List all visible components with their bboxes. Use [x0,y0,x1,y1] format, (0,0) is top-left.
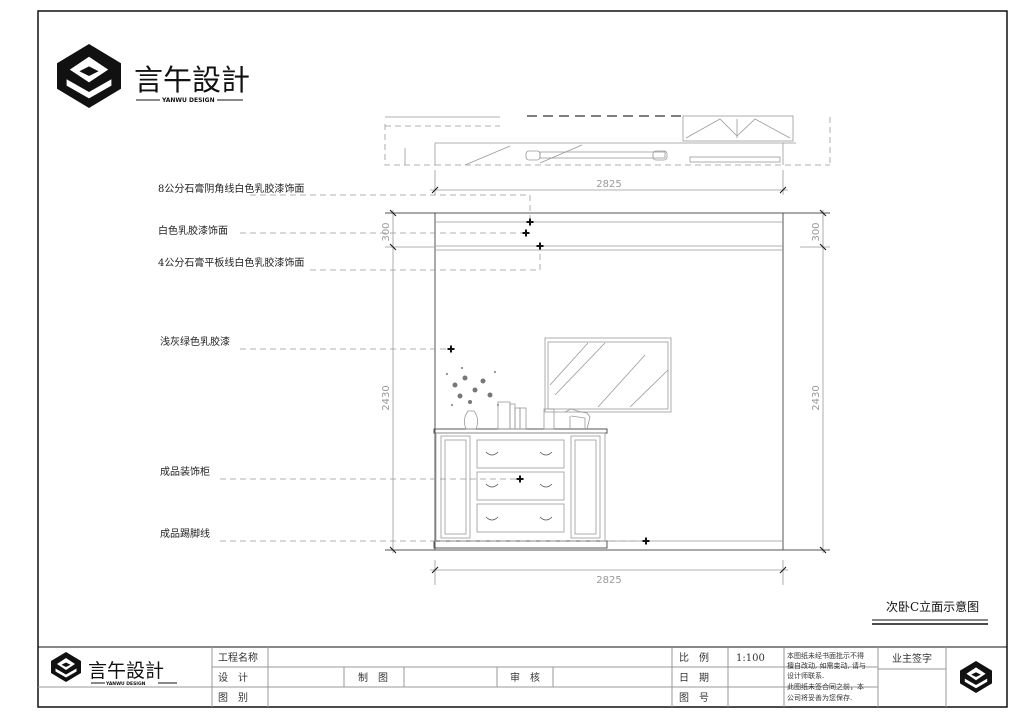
annotation-skirting: 成品踢脚线 [160,527,650,545]
brand-logo-icon [57,44,121,108]
marker-icon [516,475,524,483]
elevation [385,212,830,551]
dimension-right: 300 2430 [800,209,830,554]
notice-line: 擅自改动, 如需变动, 请与 [787,661,866,670]
dim-height-right: 2430 [811,385,822,410]
marker-icon [536,242,544,250]
annotation-flat-molding: 4公分石膏平板线白色乳胶漆饰面 [158,242,544,271]
dim-width-top: 2825 [596,179,621,190]
marker-icon [447,345,455,353]
dimension-left: 300 2430 [381,209,435,554]
dim-width-bottom: 2825 [596,575,621,586]
drawing-title: 次卧C立面示意图 [886,599,979,614]
dimension-top: 2825 [430,170,788,195]
drawn-label: 制 图 [358,671,388,684]
annotation-cabinet: 成品装饰柜 [160,465,524,483]
brand-subtitle: YANWU DESIGN [161,97,215,104]
dim-ceiling-left: 300 [381,222,392,241]
marker-icon [642,537,650,545]
decorative-cabinet [433,367,608,549]
annotation-label: 8公分石膏阴角线白色乳胶漆饰面 [158,182,304,195]
brand-logo-top: 言午設計 YANWU DESIGN [57,44,250,108]
annotation-wall-paint: 浅灰绿色乳胶漆 [160,335,455,353]
marker-icon [526,218,534,226]
brand-name: 言午設計 [88,660,164,682]
scale-value: 1:100 [736,653,765,664]
review-label: 审 核 [510,671,540,684]
mirror [544,337,672,413]
brand-logo-bottom: 言午設計 YANWU DESIGN [51,652,177,687]
date-label: 日 期 [679,672,709,684]
drawing-no-label: 图 号 [679,692,709,704]
project-name-label: 工程名称 [218,651,258,664]
annotation-label: 浅灰绿色乳胶漆 [160,335,230,348]
marker-icon [522,229,530,237]
annotation-label: 成品装饰柜 [160,465,210,478]
plan-view [384,115,831,166]
notice-line: 设计师联系. [787,671,824,680]
category-label: 图 别 [218,692,248,704]
brand-logo-icon [51,652,81,682]
notice-line: 此图纸未签合同之前，本 [787,682,864,691]
dim-ceiling-right: 300 [811,222,822,241]
notice-line: 公司将妥善为您保存. [787,693,852,702]
annotation-label: 4公分石膏平板线白色乳胶漆饰面 [158,256,304,269]
scale-label: 比 例 [679,651,709,664]
sheet-border [37,10,1008,708]
owner-sign-label: 业主签字 [892,652,932,665]
brand-subtitle: YANWU DESIGN [105,681,146,687]
title-block: 言午設計 YANWU DESIGN 工程名称 设 计 制 图 审 核 图 别 比… [38,646,1007,707]
brand-logo-icon [960,661,992,693]
annotation-ceiling: 白色乳胶漆饰面 [158,224,530,237]
dimension-bottom: 2825 [430,560,788,586]
design-label: 设 计 [218,671,248,684]
annotation-label: 白色乳胶漆饰面 [158,224,228,237]
dim-height-left: 2430 [381,385,392,410]
annotation-label: 成品踢脚线 [160,527,210,540]
annotation-cornice: 8公分石膏阴角线白色乳胶漆饰面 [158,182,534,226]
brand-name: 言午設計 [134,63,250,97]
notice-text: 本图纸未经书面批示不得 擅自改动, 如需变动, 请与 设计师联系. 此图纸未签合… [787,651,866,702]
notice-line: 本图纸未经书面批示不得 [787,651,864,660]
